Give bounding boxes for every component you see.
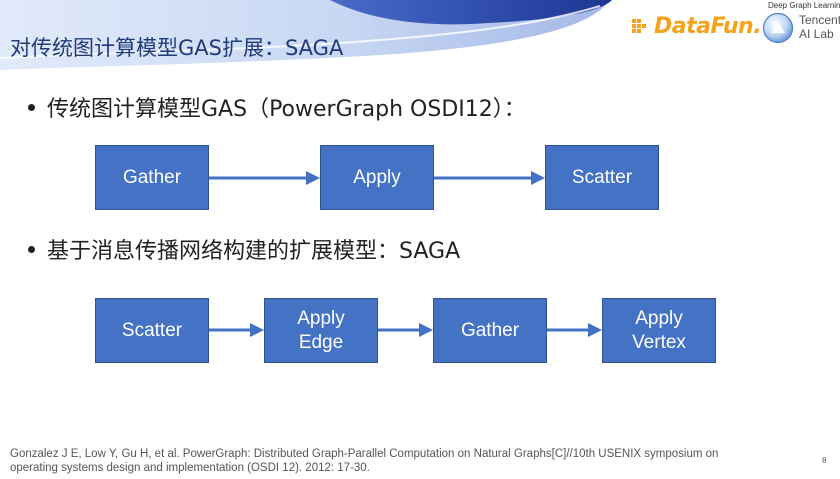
reference-line1: Gonzalez J E, Low Y, Gu H, et al. PowerG… bbox=[10, 448, 719, 460]
datafun-mark-icon bbox=[632, 19, 646, 33]
tencent-ai-lab-emblem-icon bbox=[762, 12, 794, 44]
saga-step-apply-edge: Apply Edge bbox=[264, 298, 378, 363]
saga-step-gather: Gather bbox=[433, 298, 547, 363]
saga-step-scatter: Scatter bbox=[95, 298, 209, 363]
saga-step-gather-label: Gather bbox=[460, 319, 520, 341]
arrow-apply-edge-to-gather-head bbox=[419, 323, 433, 337]
tencent-tagline: Deep Graph Learning bbox=[768, 1, 840, 10]
bullet-gas-text: 传统图计算模型GAS（PowerGraph OSDI12）： bbox=[47, 97, 526, 122]
gas-step-apply: Apply bbox=[320, 145, 434, 210]
bullet-gas: 传统图计算模型GAS（PowerGraph OSDI12）： bbox=[28, 91, 526, 123]
datafun-logo: DataFun. bbox=[632, 10, 762, 42]
tencent-name-line1: Tencent bbox=[799, 13, 840, 27]
reference-citation: Gonzalez J E, Low Y, Gu H, et al. PowerG… bbox=[10, 447, 800, 475]
bullet-saga: 基于消息传播网络构建的扩展模型：SAGA bbox=[28, 233, 460, 265]
saga-step-scatter-label: Scatter bbox=[121, 319, 183, 341]
header-swoosh-decoration bbox=[0, 0, 612, 70]
arrow-gather-to-apply-vertex-head bbox=[588, 323, 602, 337]
bullet-dot bbox=[28, 103, 35, 111]
saga-step-apply-edge-label-line1: Apply bbox=[297, 307, 345, 329]
tencent-name-line2: AI Lab bbox=[799, 27, 834, 41]
gas-step-scatter-label: Scatter bbox=[571, 166, 633, 188]
bullet-dot bbox=[28, 245, 35, 253]
slide-title: 对传统图计算模型GAS扩展：SAGA bbox=[10, 36, 344, 60]
saga-step-apply-edge-label-line2: Edge bbox=[298, 331, 344, 353]
datafun-wordmark: DataFun. bbox=[654, 13, 762, 39]
arrow-apply-to-scatter-head bbox=[531, 171, 545, 185]
saga-step-apply-vertex-label-line1: Apply bbox=[635, 307, 683, 329]
tencent-ai-lab-logo: Deep Graph Learning Tencent AI Lab bbox=[762, 0, 840, 48]
bullet-saga-text: 基于消息传播网络构建的扩展模型：SAGA bbox=[47, 239, 461, 264]
reference-line2: operating systems design and implementat… bbox=[10, 462, 370, 474]
saga-step-apply-vertex-label-line2: Vertex bbox=[632, 331, 686, 353]
arrow-scatter-to-apply-edge-head bbox=[250, 323, 264, 337]
gas-step-scatter: Scatter bbox=[545, 145, 659, 210]
arrow-gather-to-apply-head bbox=[306, 171, 320, 185]
saga-step-apply-vertex: Apply Vertex bbox=[602, 298, 716, 363]
page-number: 8 bbox=[822, 456, 827, 465]
gas-step-apply-label: Apply bbox=[353, 166, 401, 188]
gas-step-gather: Gather bbox=[95, 145, 209, 210]
gas-step-gather-label: Gather bbox=[122, 166, 182, 188]
